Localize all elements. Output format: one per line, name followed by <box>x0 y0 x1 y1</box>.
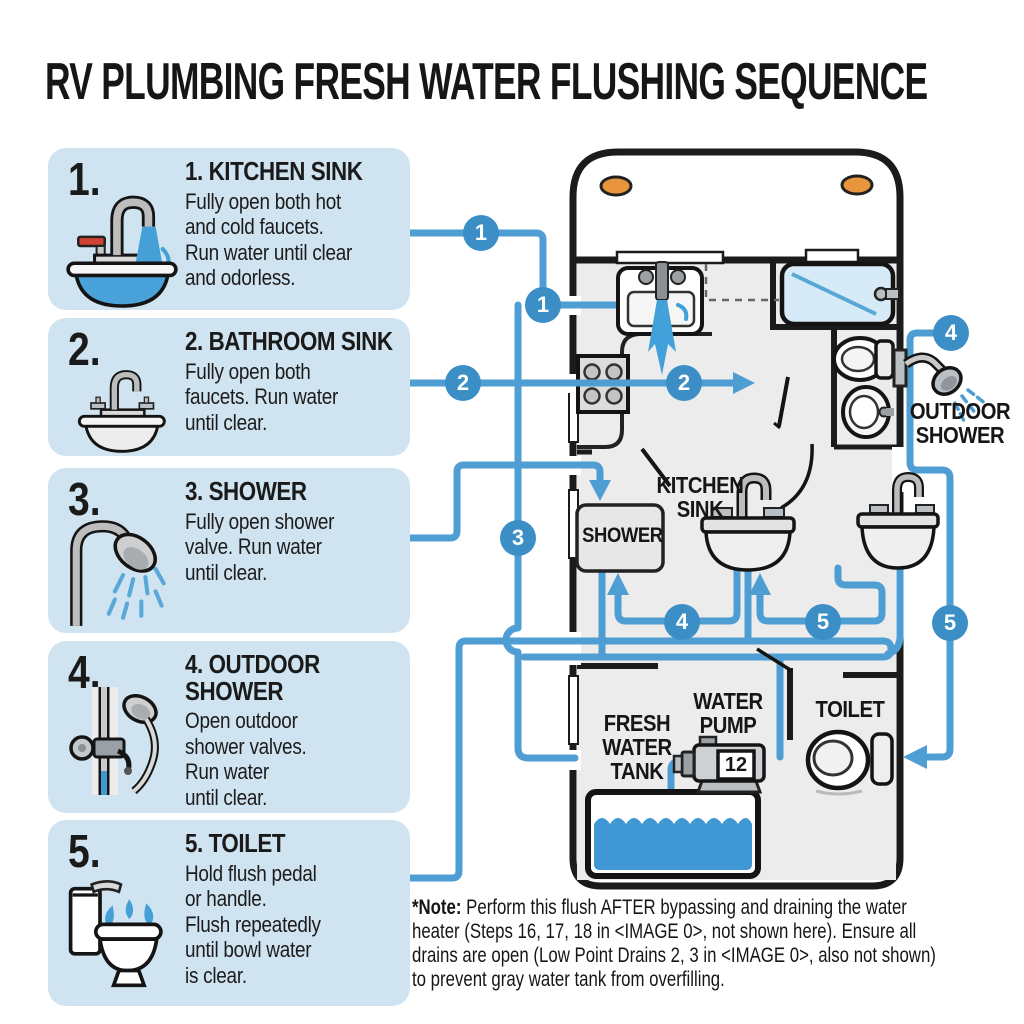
badge-4: 4 <box>664 604 700 640</box>
outdoor-shower-fixture-icon <box>892 348 988 425</box>
pipe-outdoor <box>906 329 954 761</box>
step-title: 2. BATHROOM SINK <box>185 326 393 356</box>
toilet-sideview <box>805 729 894 796</box>
interior-walls <box>577 262 898 740</box>
arrow-shower <box>589 480 611 501</box>
step-card-shower: 3. 3. SHOWER Fully open shower valve. Ru… <box>48 468 410 633</box>
toilet-topview <box>832 336 895 382</box>
badge-4: 4 <box>933 315 969 351</box>
bathroom-sink-sideview <box>856 471 940 570</box>
counter-dashed <box>704 264 779 302</box>
footnote: *Note: Perform this flush AFTER bypassin… <box>412 896 1008 993</box>
step-body: Fully open shower valve. Run water until… <box>185 508 335 585</box>
step-title: 1. KITCHEN SINK <box>185 156 363 186</box>
step-number: 1. <box>68 153 101 205</box>
shower-stall <box>575 503 665 573</box>
label-outdoor-shower: OUTDOOR SHOWER <box>909 398 1011 448</box>
pipe-step3 <box>402 461 604 542</box>
step-card-toilet: 5. 5. TOILET Hold flush pedal or handle.… <box>48 820 410 1006</box>
window-slot <box>615 250 725 265</box>
badge-2: 2 <box>666 365 702 401</box>
marker-light-icon <box>840 174 874 196</box>
shower-icon <box>70 520 166 626</box>
step-body: Fully open both hot and cold faucets. Ru… <box>185 188 353 291</box>
badge-5: 5 <box>932 605 968 641</box>
step-card-kitchen-sink: 1. 1. KITCHEN SINK Fully open both hot a… <box>48 148 410 310</box>
step-body: Fully open both faucets. Run water until… <box>185 358 339 435</box>
bathroom-sink-topview <box>841 385 894 439</box>
step-title: 5. TOILET <box>185 828 286 858</box>
badge-1: 1 <box>525 287 561 323</box>
step-card-outdoor-shower: 4. 4. OUTDOOR SHOWER Open outdoor shower… <box>48 641 410 813</box>
badge-1: 1 <box>463 215 499 251</box>
kitchen-sink-sideview <box>700 472 796 572</box>
bathtub-topview <box>779 261 900 327</box>
step-number: 3. <box>68 473 101 525</box>
footnote-body: Perform this flush AFTER bypassing and d… <box>412 896 936 992</box>
label-kitchen-sink: KITCHEN SINK <box>656 472 744 522</box>
kitchen-sink-icon <box>66 195 178 308</box>
page-title: RV PLUMBING FRESH WATER FLUSHING SEQUENC… <box>45 53 928 111</box>
step-body: Hold flush pedal or handle. Flush repeat… <box>185 860 321 988</box>
step-body: Open outdoor shower valves. Run water un… <box>185 708 307 810</box>
water-pump-icon <box>672 735 766 794</box>
bathroom-sink-icon <box>77 370 166 453</box>
badge-3: 3 <box>500 520 536 556</box>
step-number: 5. <box>68 825 101 877</box>
pipe-vertical-feed <box>502 301 579 762</box>
step-number: 2. <box>68 323 101 375</box>
arrow-up-kitchen <box>749 573 771 595</box>
pipe-5 <box>756 564 886 625</box>
pipe-bathsink-drain <box>884 566 904 658</box>
fresh-water-tank-icon <box>585 789 761 879</box>
marker-light-icon <box>599 175 633 197</box>
toilet-icon <box>68 880 163 988</box>
label-water-pump: WATER PUMP <box>693 688 763 738</box>
arrow-bathroom <box>733 372 755 394</box>
badge-2: 2 <box>445 365 481 401</box>
step-title: 4. OUTDOOR SHOWER <box>185 649 320 706</box>
step-title: 3. SHOWER <box>185 476 307 506</box>
water-spray <box>648 300 676 375</box>
label-shower: SHOWER <box>582 524 663 547</box>
arrow-up-shower <box>607 573 629 595</box>
window-slot <box>804 248 860 264</box>
pump-value: 12 <box>724 754 748 776</box>
arrow-toilet <box>903 745 927 769</box>
kitchen-sink-topview <box>616 261 704 375</box>
badge-5: 5 <box>805 604 841 640</box>
label-toilet: TOILET <box>815 696 885 722</box>
outdoor-shower-icon <box>69 687 159 795</box>
footnote-prefix: *Note: <box>412 896 462 919</box>
door-arcs <box>640 376 814 673</box>
label-fresh-water-tank: FRESH WATER TANK <box>602 710 672 784</box>
step-card-bathroom-sink: 2. 2. BATHROOM SINK Fully open both fauc… <box>48 318 410 456</box>
